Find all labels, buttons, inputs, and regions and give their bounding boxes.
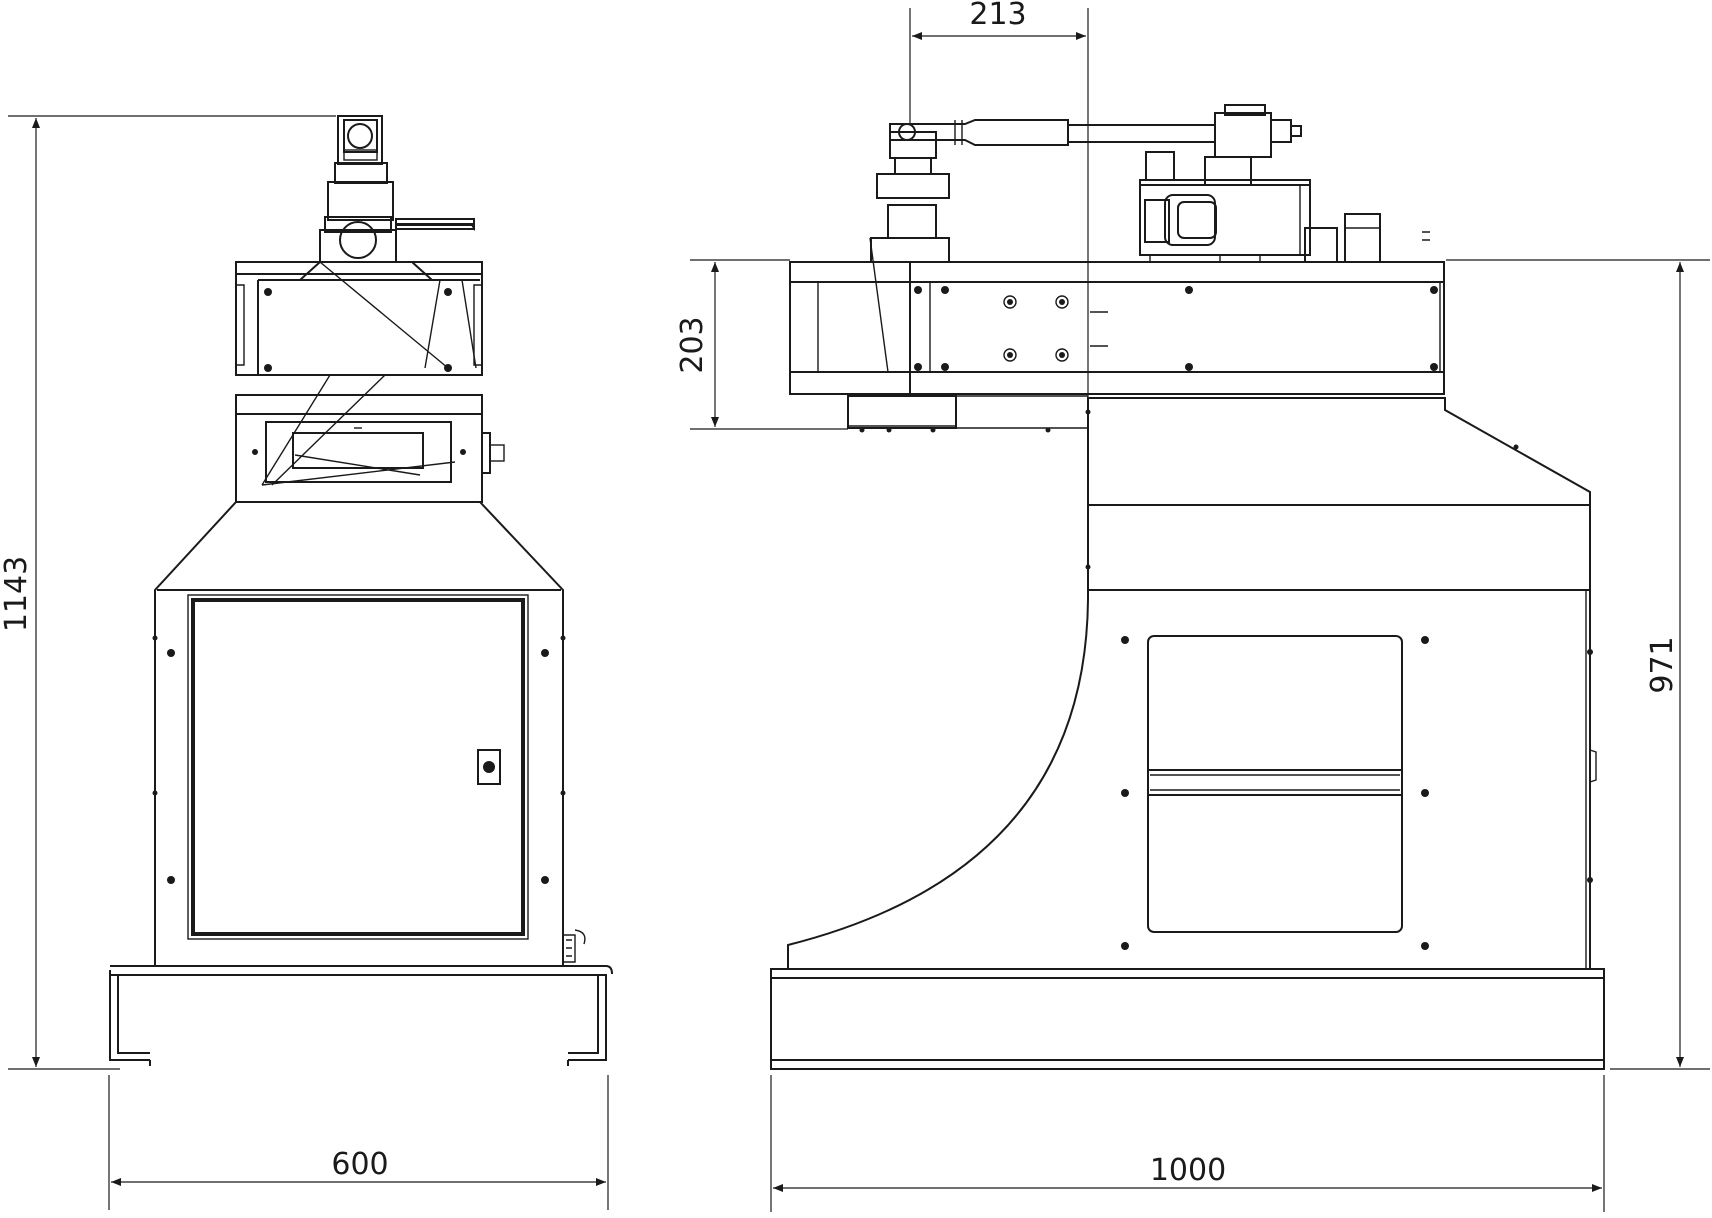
dimension-labels: 1143 600 213 203 971 1000 bbox=[0, 0, 1680, 1188]
dimension-lines bbox=[8, 8, 1710, 1212]
dim-side-upper-height: 203 bbox=[675, 316, 710, 373]
front-view bbox=[109, 115, 613, 1066]
side-view bbox=[770, 104, 1605, 1070]
dim-side-lower-height: 971 bbox=[1645, 636, 1680, 693]
dim-front-width: 600 bbox=[331, 1147, 388, 1182]
dim-front-height: 1143 bbox=[0, 556, 34, 632]
dim-side-top-offset: 213 bbox=[969, 0, 1026, 32]
dim-side-width: 1000 bbox=[1150, 1153, 1226, 1188]
